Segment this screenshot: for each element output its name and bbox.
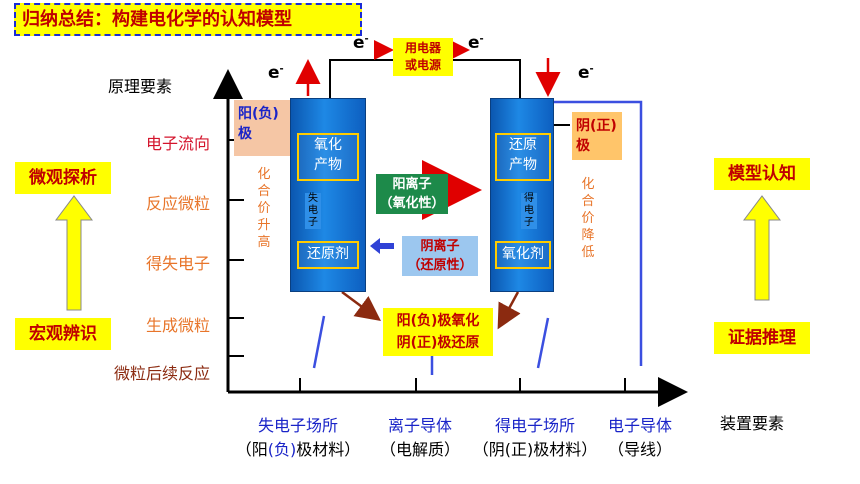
anode-valence-increase: 化合价升高 — [257, 167, 271, 250]
anion-box: 阴离子（还原性） — [402, 236, 478, 276]
page-title: 归纳总结：构建电化学的认知模型 — [14, 3, 362, 36]
x-item-anode: 失电子场所 （阳(负)极材料） — [235, 416, 361, 459]
micro-analysis-box: 微观探析 — [15, 162, 111, 194]
cathode-valence-decrease: 化合价降低 — [581, 177, 595, 260]
anode-electrode: 氧化产物 失电子 还原剂 — [290, 98, 366, 292]
cation-box: 阳离子（氧化性） — [376, 174, 448, 214]
electron-label-cathode: e- — [578, 63, 594, 83]
model-cognition-box: 模型认知 — [714, 158, 810, 190]
cathode-gain-electrons: 得电子 — [521, 193, 537, 229]
anode-label-box: 阳(负)极 — [234, 100, 290, 156]
electron-label-anode: e- — [268, 63, 284, 83]
y-item-electron-flow: 电子流向 — [145, 134, 210, 153]
y-item-reacting-particles: 反应微粒 — [145, 194, 210, 213]
x-item-wire: 电子导体 （导线） — [607, 416, 672, 459]
x-axis-label: 装置要素 — [720, 414, 785, 433]
cathode-reduction-product: 还原产物 — [495, 133, 551, 181]
y-item-product-particles: 生成微粒 — [145, 316, 210, 335]
right-up-arrow — [743, 195, 781, 301]
device-box: 用电器或电源 — [393, 38, 453, 76]
y-item-electron-gain-loss: 得失电子 — [145, 254, 210, 273]
x-item-electrolyte: 离子导体 （电解质） — [379, 416, 460, 459]
summary-box: 阳(负)极氧化阴(正)极还原 — [383, 308, 493, 356]
y-axis-label: 原理要素 — [108, 77, 173, 96]
anode-reducing-agent: 还原剂 — [297, 241, 359, 269]
x-item-cathode: 得电子场所 （阴(正)极材料） — [472, 416, 598, 459]
electron-label-left: e- — [353, 33, 369, 53]
left-up-arrow — [55, 195, 93, 311]
cathode-label-box: 阴(正)极 — [572, 112, 622, 160]
anode-oxidation-product: 氧化产物 — [297, 133, 359, 181]
blue-guide-wire — [552, 100, 643, 366]
cathode-electrode: 还原产物 得电子 氧化剂 — [490, 98, 554, 292]
macro-identification-box: 宏观辨识 — [15, 318, 111, 350]
electron-label-right: e- — [468, 33, 484, 53]
evidence-reasoning-box: 证据推理 — [714, 322, 810, 354]
cathode-oxidizing-agent: 氧化剂 — [495, 241, 551, 269]
y-item-follow-up-reaction: 微粒后续反应 — [113, 364, 210, 383]
anode-lose-electrons: 失电子 — [305, 193, 321, 229]
